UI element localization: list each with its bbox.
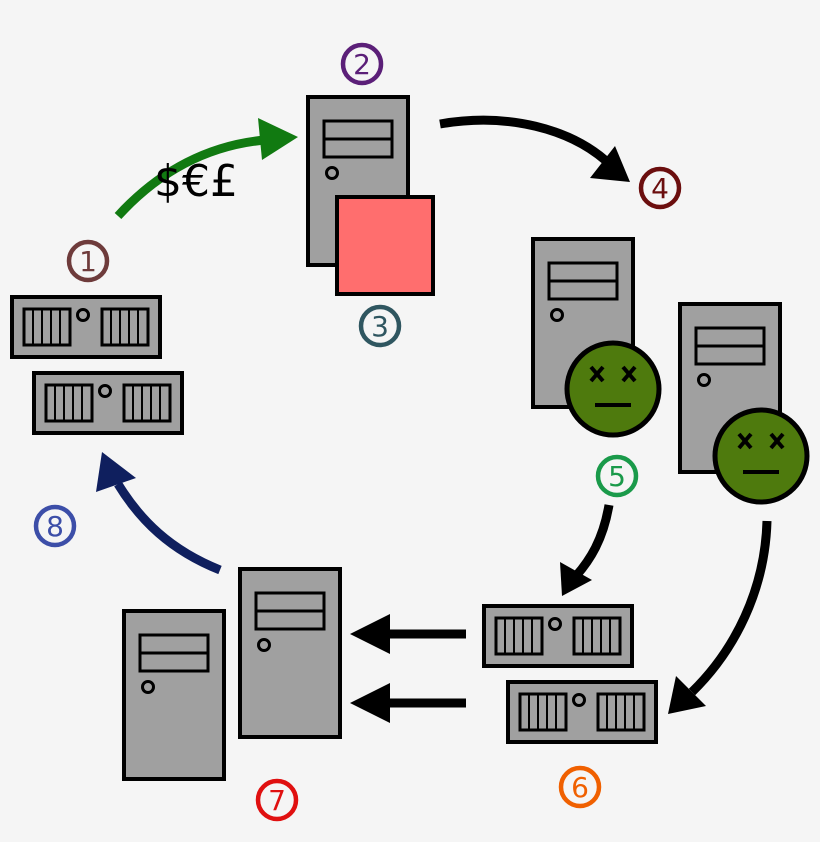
transfer-arrow-bottom <box>350 683 466 723</box>
step-circle-2 <box>340 42 384 86</box>
step-number-4: 4 <box>651 172 669 205</box>
step-circle-4 <box>638 166 682 210</box>
source-rack-server-bottom <box>32 371 184 435</box>
descend-arrow-right <box>668 520 772 714</box>
payload-block <box>335 195 435 296</box>
step-circle-5 <box>595 454 639 498</box>
source-rack-server-top <box>10 295 162 359</box>
step-circle-6 <box>558 765 602 809</box>
spread-arrow <box>439 115 630 182</box>
currency-label: $€£ <box>154 156 238 207</box>
step-number-1: 1 <box>79 245 97 278</box>
step-circle-1 <box>66 239 110 283</box>
step-number-6: 6 <box>571 771 589 804</box>
payment-arrow <box>114 118 298 220</box>
transfer-arrow-top <box>350 614 466 654</box>
step-markers: 1 2 3 4 5 6 7 8 <box>33 42 682 822</box>
step-number-8: 8 <box>46 510 64 543</box>
step-number-2: 2 <box>353 48 371 81</box>
step-circle-7 <box>255 778 299 822</box>
step-circle-3 <box>358 304 402 348</box>
target-rack-server-bottom <box>506 680 658 744</box>
return-arrow <box>96 452 222 575</box>
step-circle-8 <box>33 504 77 548</box>
step-number-3: 3 <box>371 310 389 343</box>
dead-face-icon <box>715 410 807 502</box>
step-number-7: 7 <box>268 784 286 817</box>
dead-face-icon <box>567 343 659 435</box>
step-number-5: 5 <box>608 460 626 493</box>
result-tower-server-front <box>238 567 342 739</box>
target-rack-server-top <box>482 604 634 668</box>
descend-arrow-left <box>560 504 614 596</box>
result-tower-server-back <box>122 609 226 781</box>
